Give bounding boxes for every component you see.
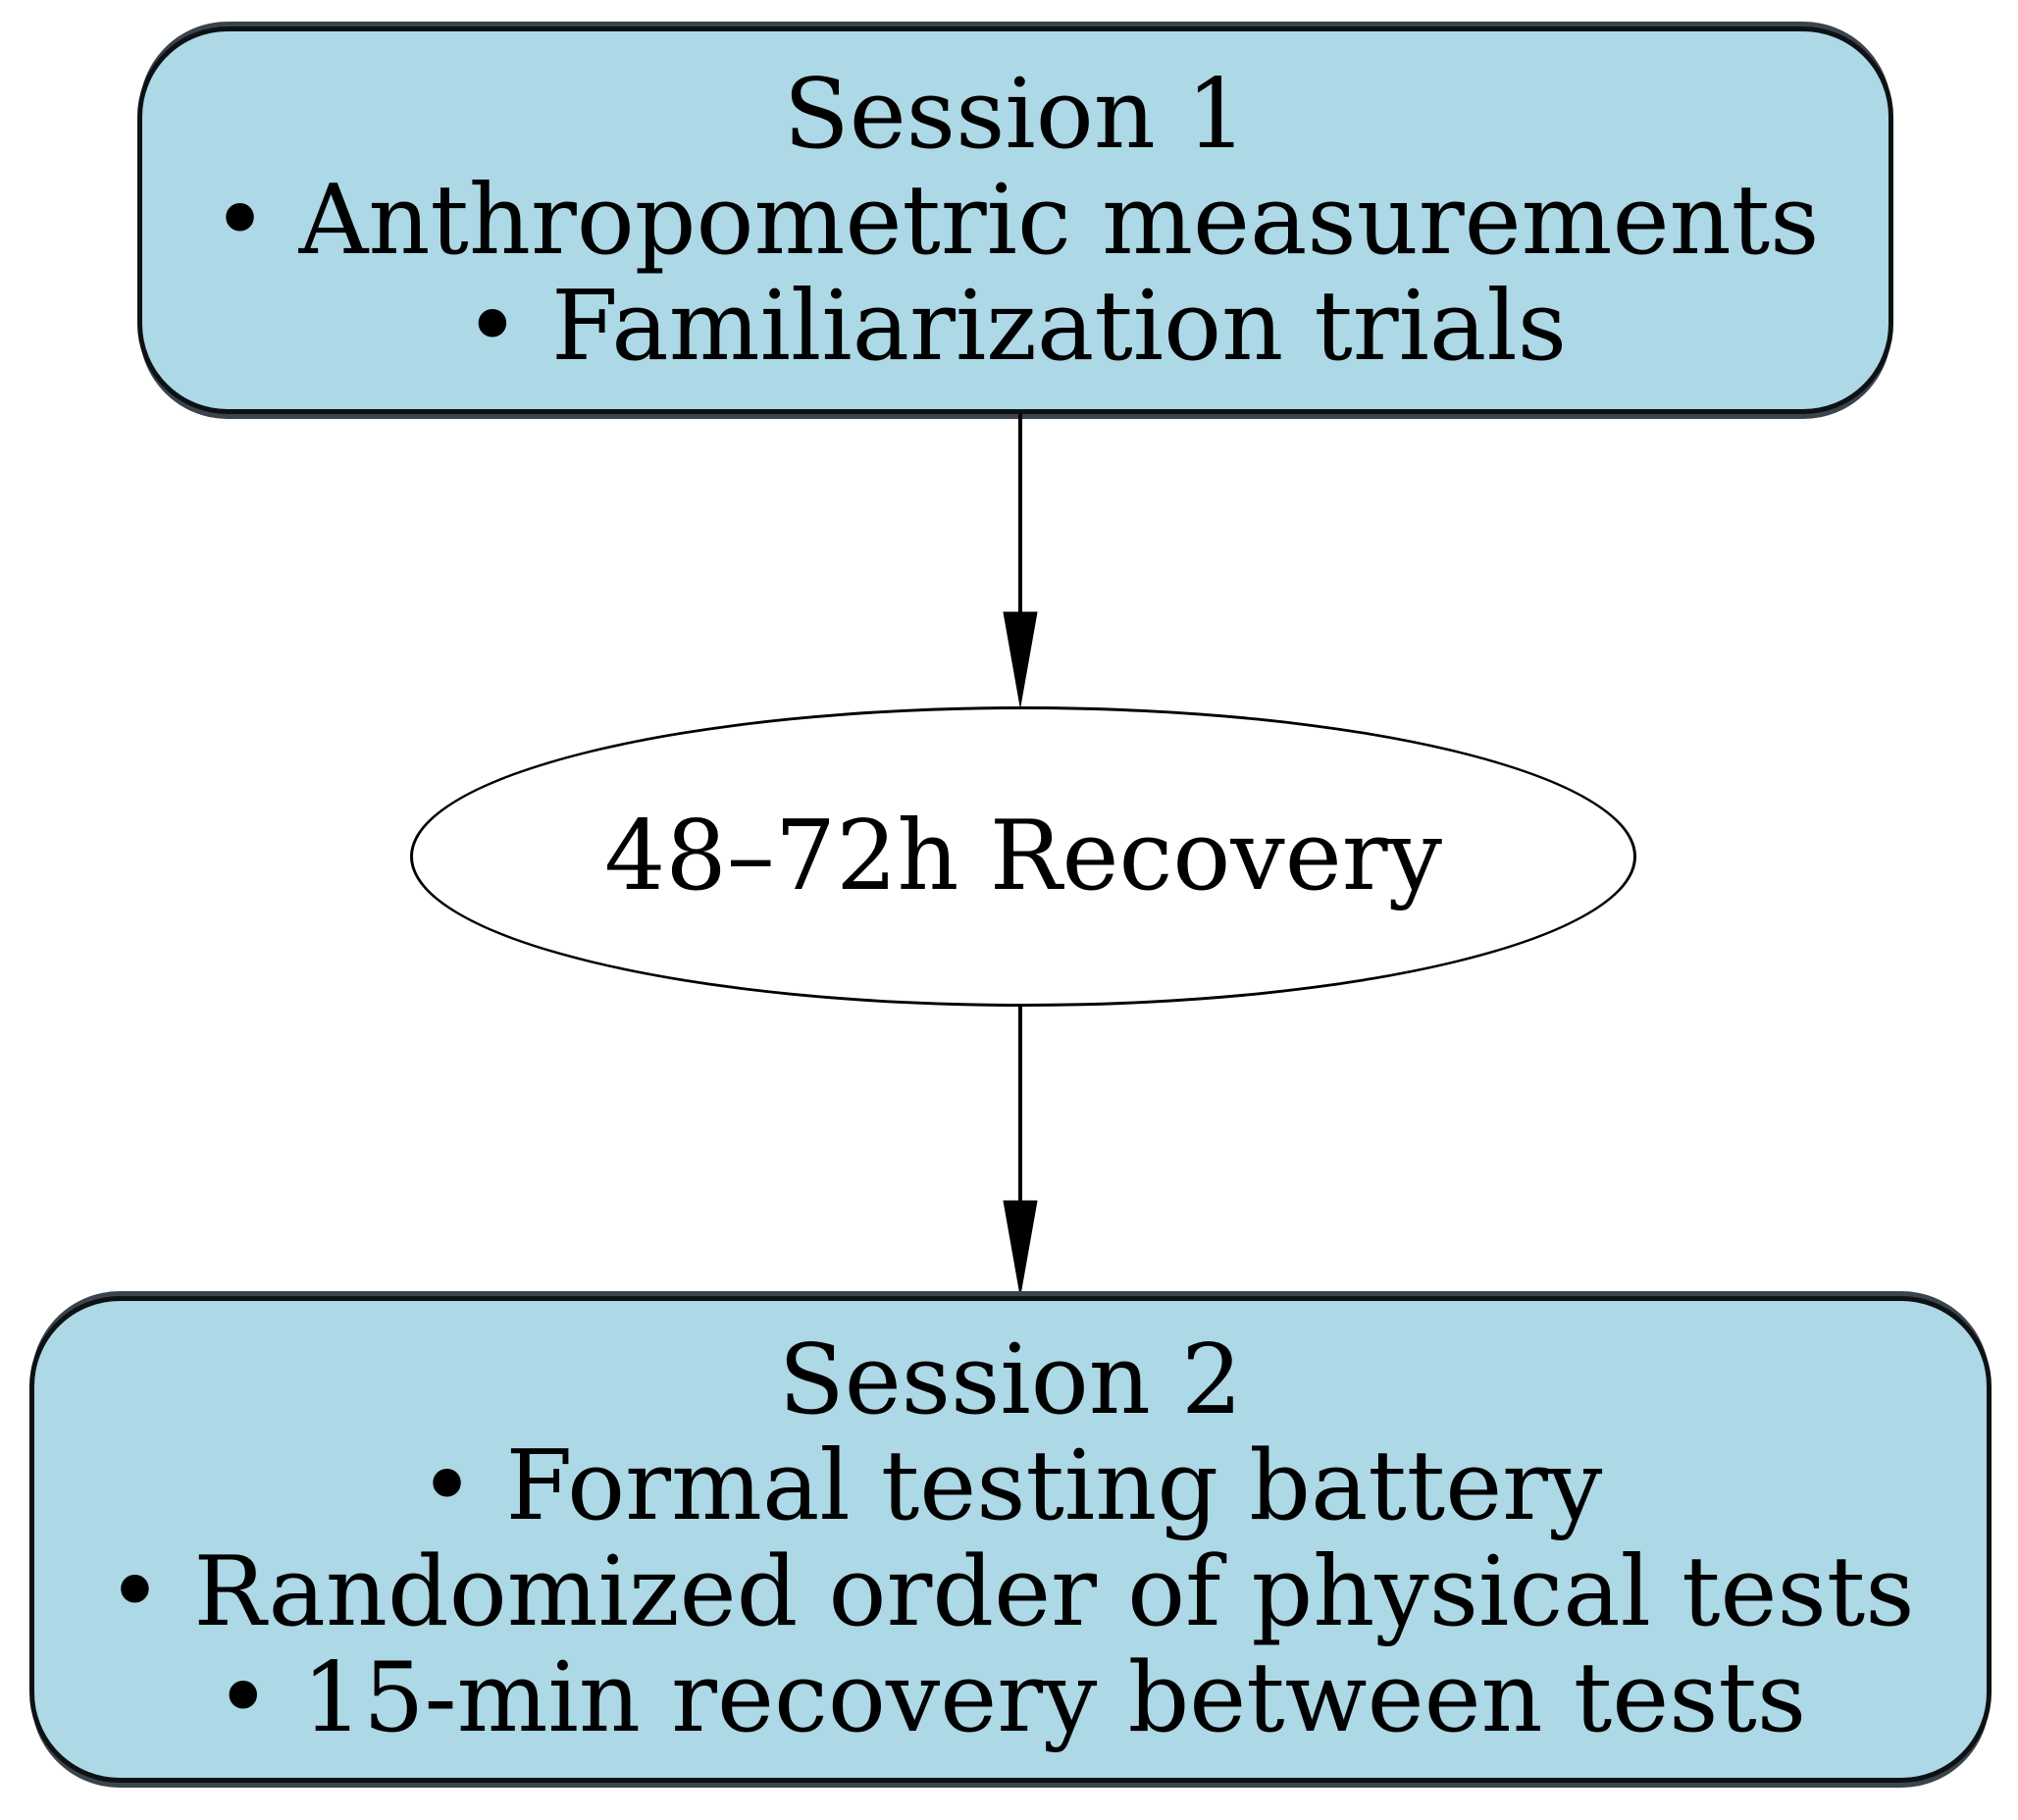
recovery-label: 48–72h Recovery bbox=[604, 801, 1442, 912]
arrow-recovery-to-session2 bbox=[1003, 1007, 1038, 1296]
node-session2: Session 2 • Formal testing battery • Ran… bbox=[29, 1296, 1992, 1783]
session1-title: Session 1 bbox=[783, 58, 1248, 171]
session2-title: Session 2 bbox=[778, 1325, 1243, 1436]
session1-bullet-2: • Familiarization trials bbox=[464, 270, 1567, 383]
arrow-head-icon bbox=[1003, 611, 1038, 707]
session2-bullet-2: • Randomized order of physical tests bbox=[106, 1536, 1915, 1648]
arrow-session1-to-recovery bbox=[1003, 414, 1038, 707]
node-session1: Session 1 • Anthropometric measurements … bbox=[137, 26, 1893, 414]
node-recovery: 48–72h Recovery bbox=[410, 706, 1636, 1007]
arrow-head-icon bbox=[1003, 1200, 1038, 1296]
session2-bullet-1: • Formal testing battery bbox=[418, 1430, 1603, 1542]
session1-bullet-1: • Anthropometric measurements bbox=[211, 164, 1820, 277]
session2-bullet-3: • 15-min recovery between tests bbox=[214, 1642, 1807, 1754]
